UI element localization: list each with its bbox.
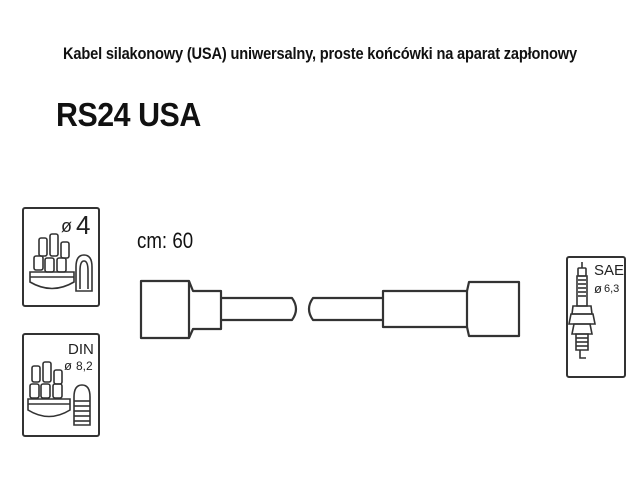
ribbed-boot-icon: [73, 384, 91, 426]
standard-label: SAE: [594, 262, 625, 279]
straight-boot-icon: [75, 254, 93, 292]
terminal-panel-distributor-4: ø 4: [22, 207, 100, 307]
diameter-symbol: ø: [64, 358, 72, 373]
cable-left-segment: [221, 296, 298, 322]
terminal-panel-spark-plug-sae: SAE ø 6,3: [566, 256, 626, 378]
diameter-value: 6,3: [604, 283, 620, 295]
right-boot: [381, 280, 521, 338]
cable-length-label: cm: 60: [137, 228, 194, 253]
diameter-value: 4: [76, 210, 91, 240]
diameter-symbol: ø: [594, 281, 602, 296]
distributor-cap-icon: [27, 361, 91, 426]
terminal-panel-distributor-din: DIN ø 8,2: [22, 333, 100, 437]
left-boot: [139, 279, 223, 340]
model-code: RS24 USA: [56, 96, 201, 133]
cable-right-segment: [307, 296, 383, 322]
page-title: Kabel silakonowy (USA) uniwersalny, pros…: [63, 44, 577, 63]
diameter-value: 8,2: [76, 359, 93, 373]
standard-label: DIN: [68, 341, 94, 358]
diameter-symbol: ø: [61, 216, 72, 236]
spark-plug-icon: [568, 262, 596, 359]
distributor-cap-icon: [29, 233, 93, 292]
